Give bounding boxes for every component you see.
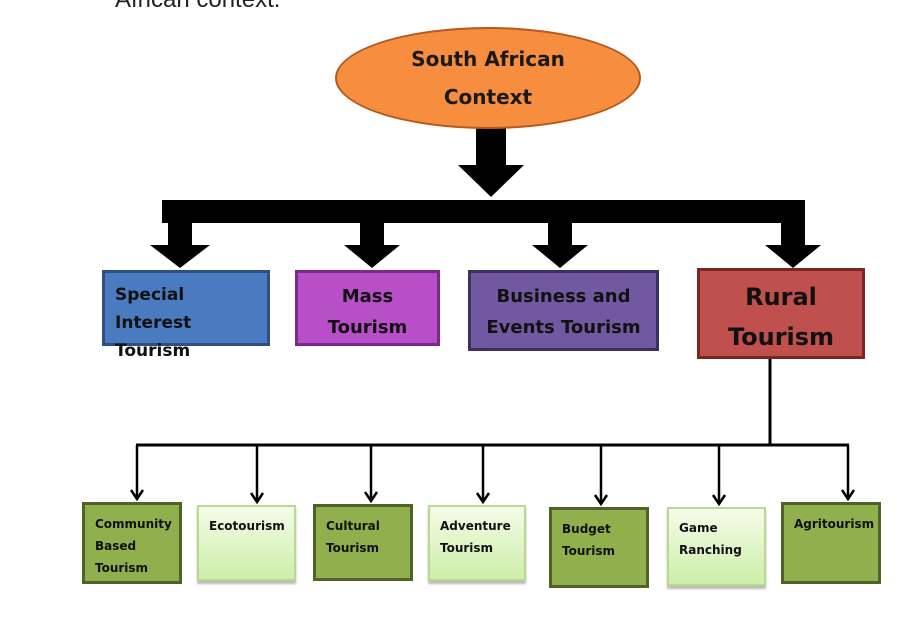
subtype-game-ranching: Game Ranching [667, 507, 766, 586]
subtype-arrow [711, 445, 727, 507]
distribution-bar [162, 200, 805, 223]
root-line-1: South African [411, 47, 565, 71]
root-arrow-stem [476, 128, 506, 166]
rural-tree-lines [136, 358, 849, 447]
category-business-events-tourism: Business and Events Tourism [468, 270, 659, 351]
category-rural-tourism: Rural Tourism [697, 268, 865, 359]
subtype-arrow [363, 445, 379, 504]
cut-off-text: African context. [115, 0, 280, 14]
subtype-arrow [593, 445, 609, 507]
subtype-ecotourism: Ecotourism [197, 505, 296, 581]
subtype-community-based-tourism: Community Based Tourism [82, 502, 182, 584]
category-arrows [150, 222, 821, 268]
root-line-2: Context [443, 85, 533, 109]
category-mass-tourism: Mass Tourism [295, 270, 440, 346]
root-arrow-head [458, 165, 524, 197]
subtype-adventure-tourism: Adventure Tourism [428, 505, 526, 581]
category-special-interest-tourism: Special Interest Tourism [102, 270, 270, 361]
subtype-arrow [129, 445, 145, 502]
subtype-arrow [475, 445, 491, 505]
subtype-arrow [249, 445, 265, 505]
subtype-cultural-tourism: Cultural Tourism [313, 504, 413, 581]
subtype-agritourism: Agritourism [781, 502, 881, 584]
subtype-budget-tourism: Budget Tourism [549, 507, 649, 588]
subtype-arrow [840, 445, 856, 502]
